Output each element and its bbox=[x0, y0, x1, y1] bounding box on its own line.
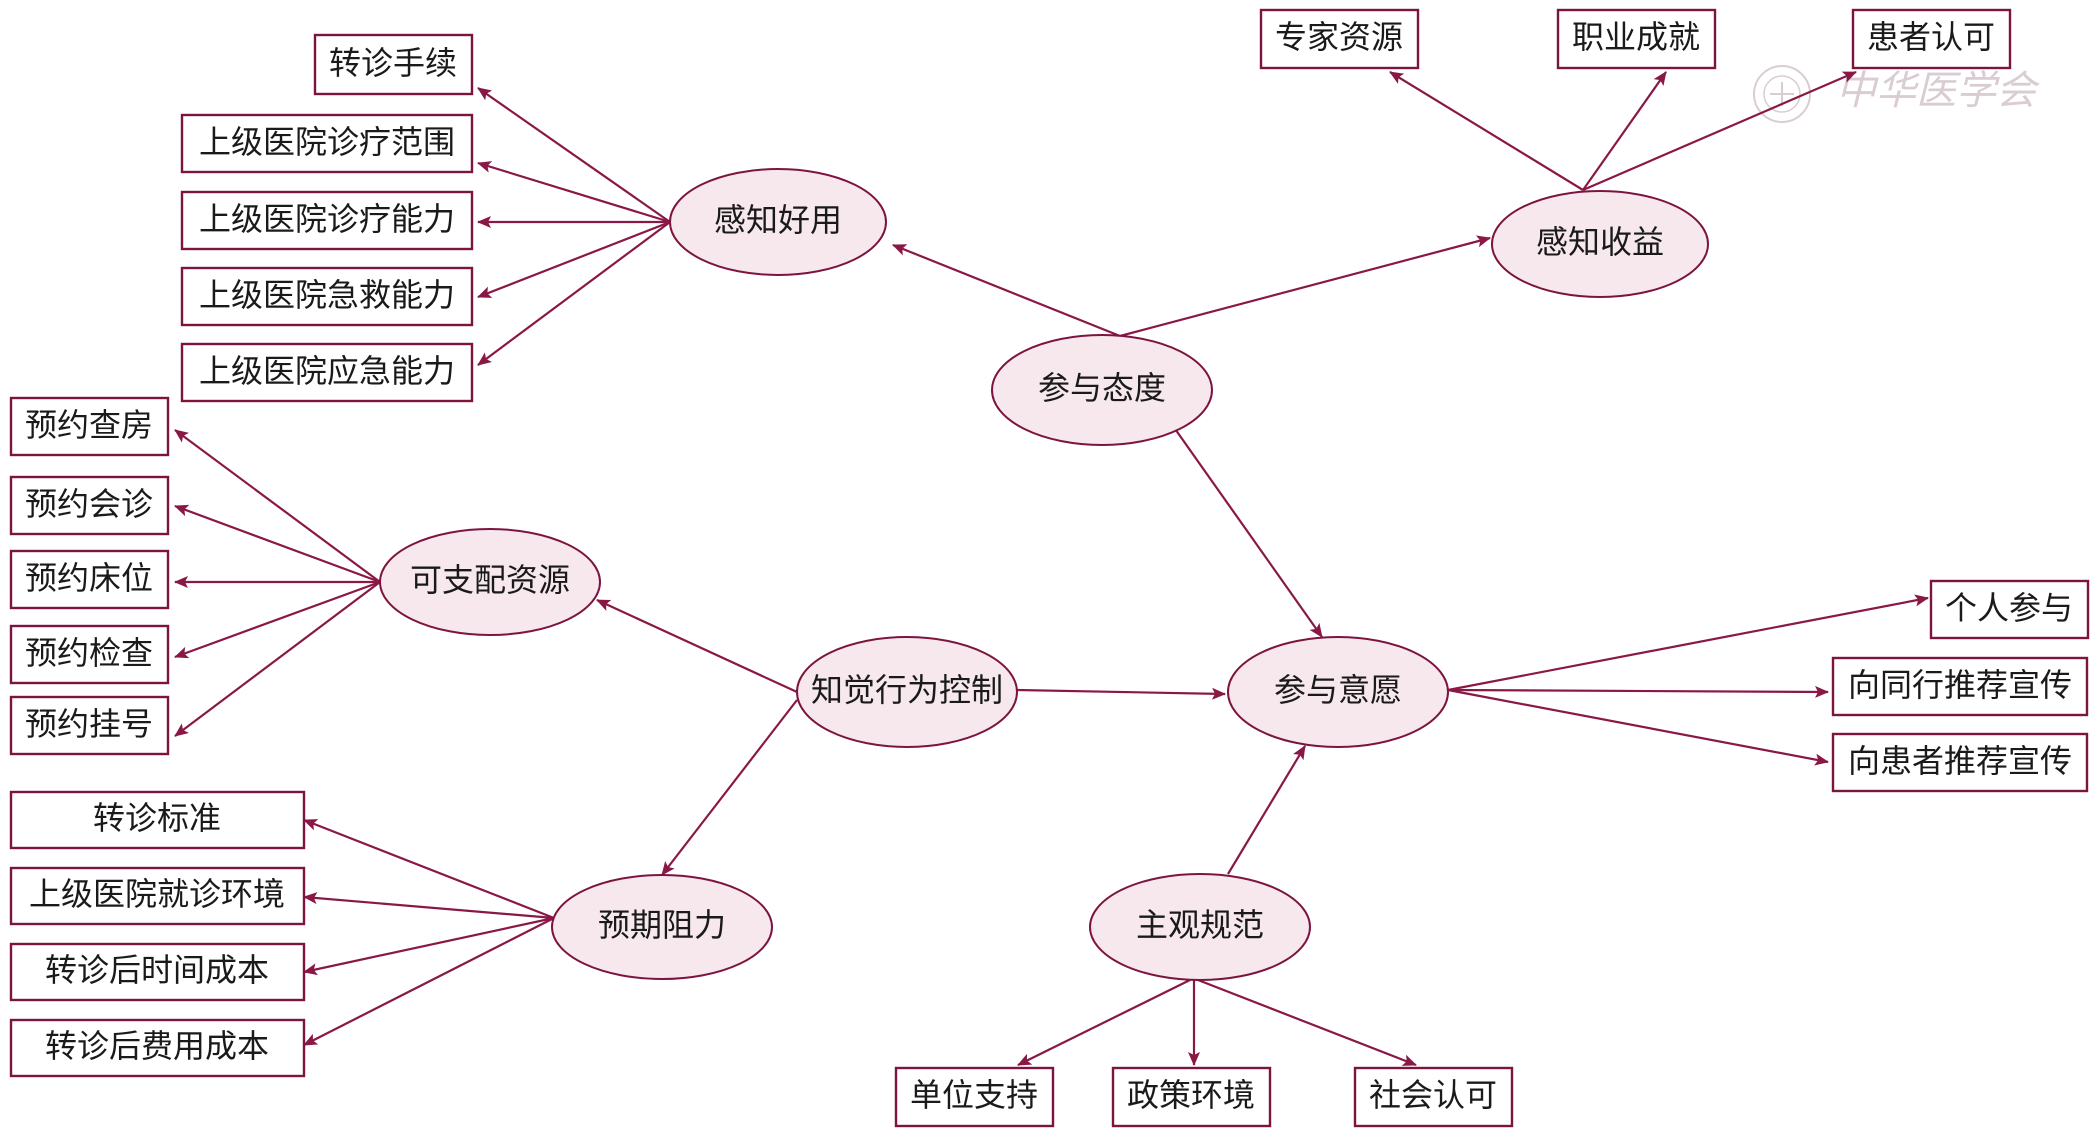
edge-haoyong-shouxu bbox=[477, 87, 671, 223]
box-label: 上级医院急救能力 bbox=[199, 276, 455, 314]
box-label: 专家资源 bbox=[1275, 18, 1403, 56]
box-label: 政策环境 bbox=[1127, 1076, 1255, 1114]
box-label: 患者认可 bbox=[1867, 18, 1995, 56]
box-zhengce-huanjing: 政策环境 bbox=[1111, 1066, 1272, 1128]
edge-kongzhi-yiyuan bbox=[1016, 687, 1226, 700]
box-label: 向患者推荐宣传 bbox=[1848, 742, 2072, 780]
edge-yiyuan-tonghang bbox=[1447, 685, 1829, 698]
node-zhuguan-guifan: 主观规范 bbox=[1089, 873, 1311, 981]
box-zhiye-chengjiu: 职业成就 bbox=[1556, 8, 1717, 70]
box-yuyue-chafang: 预约查房 bbox=[9, 396, 170, 457]
box-huanzhe-renke: 患者认可 bbox=[1851, 8, 2012, 70]
box-zhuanzhen-biaozhun: 转诊标准 bbox=[9, 790, 306, 850]
box-label: 向同行推荐宣传 bbox=[1848, 666, 2072, 704]
box-label: 上级医院诊疗能力 bbox=[199, 200, 455, 238]
edge-guifan-shehui bbox=[1197, 978, 1417, 1067]
node-ganzhi-shouyi: 感知收益 bbox=[1491, 190, 1709, 298]
node-label: 感知收益 bbox=[1536, 223, 1664, 261]
node-label: 预期阻力 bbox=[598, 906, 726, 944]
node-label: 知觉行为控制 bbox=[811, 671, 1003, 709]
box-label: 单位支持 bbox=[910, 1076, 1038, 1114]
box-zhuanjia-ziyuan: 专家资源 bbox=[1259, 8, 1420, 70]
box-zhuanzhen-feiyong-chengben: 转诊后费用成本 bbox=[9, 1018, 306, 1078]
box-label: 上级医院就诊环境 bbox=[29, 875, 285, 913]
edge-haoyong-fanwei bbox=[477, 161, 671, 224]
box-zhuanzhen-shouxu: 转诊手续 bbox=[313, 33, 474, 96]
watermark-text: 中华医学会 bbox=[1836, 68, 2040, 114]
box-yuyue-guahao: 预约挂号 bbox=[9, 695, 170, 756]
node-kezhipei-ziyuan: 可支配资源 bbox=[379, 528, 601, 636]
box-shangji-jijiu-nengli: 上级医院急救能力 bbox=[180, 266, 474, 327]
box-label: 预约床位 bbox=[25, 559, 153, 597]
edge-guifan-yiyuan bbox=[1227, 745, 1306, 875]
edge-haoyong-jijiu bbox=[477, 220, 671, 299]
edge-zuli-biaozhun bbox=[303, 818, 555, 920]
edge-yiyuan-huanzhe bbox=[1447, 688, 1829, 766]
node-zhijue-xingwei-kongzhi: 知觉行为控制 bbox=[796, 636, 1018, 748]
edge-shouyi-chengjiu bbox=[1582, 71, 1667, 191]
edge-zuli-shijian bbox=[303, 916, 555, 976]
edge-shouyi-renke bbox=[1582, 70, 1857, 192]
edge-ziyuan-jiancha bbox=[174, 580, 381, 659]
box-label: 转诊标准 bbox=[93, 799, 221, 837]
node-label: 参与态度 bbox=[1038, 369, 1166, 407]
node-ganzhi-haoyong: 感知好用 bbox=[669, 168, 887, 276]
edge-shouyi-zhuanjia bbox=[1389, 71, 1584, 191]
edge-guifan-danwei bbox=[1017, 979, 1191, 1066]
box-shangji-yingji-nengli: 上级医院应急能力 bbox=[180, 342, 474, 403]
edge-ziyuan-chafang bbox=[174, 429, 381, 583]
box-yuyue-jiancha: 预约检查 bbox=[9, 624, 170, 685]
box-shangji-jiuzhen-huanjing: 上级医院就诊环境 bbox=[9, 866, 306, 926]
node-label: 主观规范 bbox=[1136, 906, 1264, 944]
box-label: 上级医院诊疗范围 bbox=[199, 123, 455, 161]
edge-haoyong-yingji bbox=[477, 221, 671, 366]
box-zhuanzhen-shijian-chengben: 转诊后时间成本 bbox=[9, 942, 306, 1002]
watermark-logo: 中华医学会 bbox=[1753, 65, 2040, 123]
box-shangji-zhenliao-fanwei: 上级医院诊疗范围 bbox=[180, 113, 474, 174]
edge-ziyuan-guahao bbox=[174, 581, 381, 737]
box-label: 社会认可 bbox=[1369, 1076, 1497, 1114]
edge-ziyuan-huizhen bbox=[174, 504, 381, 584]
box-shehui-renke: 社会认可 bbox=[1353, 1066, 1514, 1128]
node-label: 可支配资源 bbox=[410, 561, 570, 599]
node-yuqi-zuli: 预期阻力 bbox=[551, 874, 773, 980]
box-label: 转诊手续 bbox=[329, 44, 457, 82]
node-canyu-taidu: 参与态度 bbox=[991, 334, 1213, 446]
box-label: 预约检查 bbox=[25, 634, 153, 672]
edge-zuli-huanjing bbox=[303, 892, 555, 920]
edge-yiyuan-geren bbox=[1447, 594, 1929, 692]
node-label: 感知好用 bbox=[714, 201, 842, 239]
box-label: 职业成就 bbox=[1572, 18, 1700, 56]
edge-kongzhi-ziyuan bbox=[596, 599, 798, 693]
edge-kongzhi-zuli bbox=[661, 699, 798, 876]
box-label: 预约会诊 bbox=[25, 485, 153, 523]
box-xiang-tonghang-tuijian: 向同行推荐宣传 bbox=[1831, 656, 2089, 717]
box-yuyue-huizhen: 预约会诊 bbox=[9, 475, 170, 536]
edges bbox=[174, 70, 1929, 1067]
edge-zuli-feiyong bbox=[303, 917, 555, 1046]
box-label: 上级医院应急能力 bbox=[199, 352, 455, 390]
box-shangji-zhenliao-nengli: 上级医院诊疗能力 bbox=[180, 190, 474, 251]
box-xiang-huanzhe-tuijian: 向患者推荐宣传 bbox=[1831, 732, 2089, 793]
box-geren-canyu: 个人参与 bbox=[1929, 579, 2090, 640]
box-label: 转诊后时间成本 bbox=[45, 951, 269, 989]
edge-taidu-haoyong bbox=[892, 243, 1121, 338]
edge-taidu-yiyuan bbox=[1172, 425, 1323, 638]
box-danwei-zhichi: 单位支持 bbox=[894, 1066, 1055, 1128]
node-canyu-yiyuan: 参与意愿 bbox=[1227, 636, 1449, 748]
box-yuyue-chuangwei: 预约床位 bbox=[9, 549, 170, 610]
box-label: 转诊后费用成本 bbox=[45, 1027, 269, 1065]
box-label: 预约挂号 bbox=[25, 705, 153, 743]
edge-taidu-shouyi bbox=[1119, 235, 1491, 338]
node-label: 参与意愿 bbox=[1274, 671, 1402, 709]
box-label: 个人参与 bbox=[1945, 589, 2073, 627]
box-label: 预约查房 bbox=[25, 406, 153, 444]
